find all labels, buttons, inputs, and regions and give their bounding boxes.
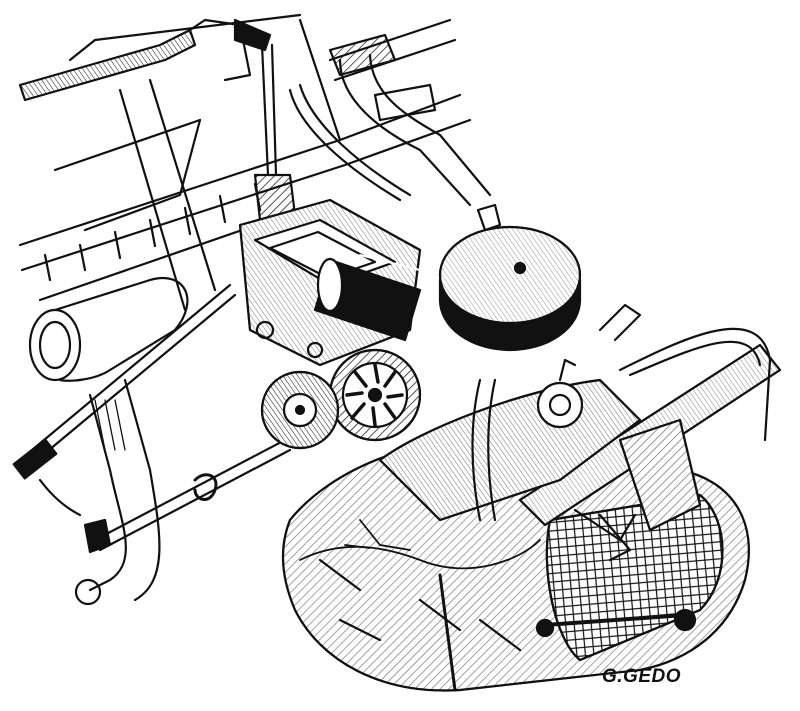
cooling-mesh	[535, 493, 724, 662]
wiring	[299, 519, 541, 570]
upper-hose	[288, 33, 492, 207]
chassis-frame	[18, 13, 472, 312]
artist-signature: G.GEDO	[602, 666, 682, 687]
muffler-tube	[518, 343, 782, 562]
left-pipe	[28, 277, 189, 606]
engine-block	[378, 303, 772, 522]
pedal-linkage	[18, 18, 297, 222]
generator-pulley	[260, 370, 340, 450]
control-rods	[12, 283, 292, 554]
pulley	[328, 348, 422, 442]
starter-motor	[313, 254, 422, 342]
air-filter	[438, 203, 582, 352]
